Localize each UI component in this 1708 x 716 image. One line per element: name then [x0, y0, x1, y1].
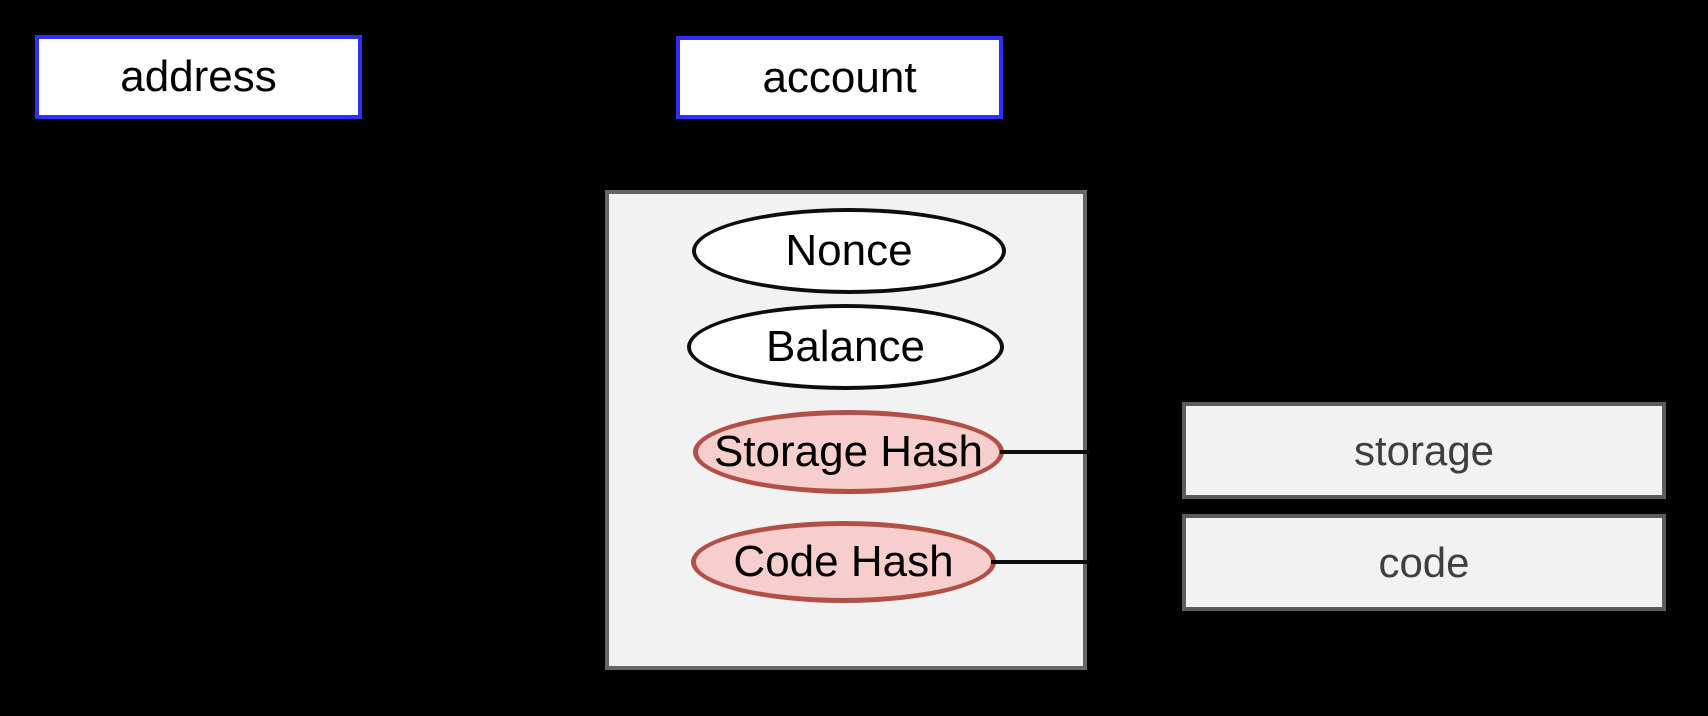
- account-node-label: account: [762, 52, 917, 102]
- address-node-label: address: [120, 52, 277, 101]
- nonce-oval: Nonce: [692, 208, 1006, 294]
- account-node: account: [676, 36, 1003, 119]
- connector-storage-hash-to-storage: [1000, 450, 1089, 454]
- address-node: address: [35, 35, 362, 119]
- balance-oval-label: Balance: [765, 322, 925, 371]
- nonce-oval-label: Nonce: [785, 226, 913, 275]
- code-hash-oval-label: Code Hash: [733, 537, 954, 586]
- code-node-label: code: [1378, 538, 1470, 586]
- code-node: code: [1182, 514, 1666, 611]
- storage-hash-oval-label: Storage Hash: [713, 427, 984, 476]
- storage-node-label: storage: [1353, 426, 1495, 474]
- storage-node: storage: [1182, 402, 1666, 499]
- balance-oval: Balance: [687, 304, 1004, 390]
- code-hash-oval: Code Hash: [691, 521, 996, 603]
- storage-hash-oval: Storage Hash: [693, 410, 1004, 494]
- connector-code-hash-to-code: [991, 560, 1089, 564]
